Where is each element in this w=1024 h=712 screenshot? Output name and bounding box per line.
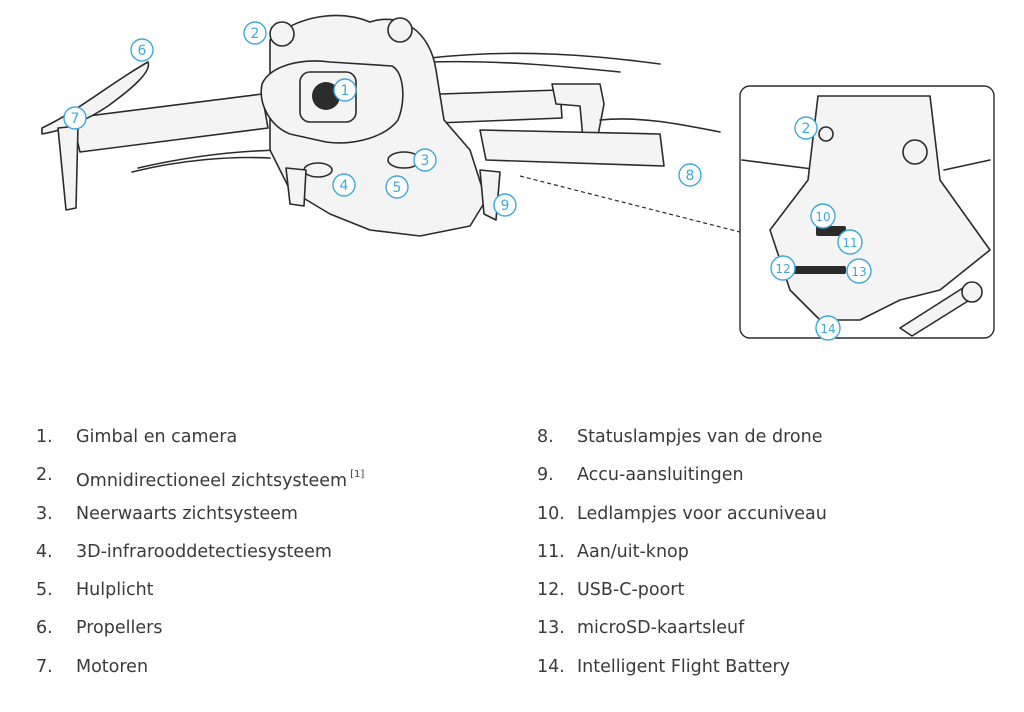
svg-text:2: 2 [802,121,811,137]
legend-item: 3. Neerwaarts zichtsysteem [36,502,476,540]
legend-label: Intelligent Flight Battery [577,656,791,677]
callout-2: 2 [243,21,267,45]
callout-1: 1 [333,78,357,102]
legend-number: 9. [537,465,554,486]
svg-text:11: 11 [842,236,857,250]
inset-arm-left [741,159,821,171]
legend-number: 5. [36,580,53,601]
infrared-sensor [303,162,333,178]
legend-label: Neerwaarts zichtsysteem [76,503,298,524]
legend-item: 1. Gimbal en camera [36,425,476,463]
legend-number: 10. [537,503,565,524]
legend-number: 3. [36,503,53,524]
svg-text:12: 12 [775,262,790,276]
legend-label: Ledlampjes voor accuniveau [577,503,827,524]
legend-item: 7. Motoren [36,655,476,693]
legend-number: 8. [537,427,554,447]
callout-9: 9 [493,193,517,217]
svg-text:2: 2 [251,26,260,42]
camera-lens-inner [312,82,340,110]
inset-detail [519,85,995,339]
legend-label: Propellers [76,618,163,639]
callout-4: 4 [332,173,356,197]
svg-text:1: 1 [341,83,350,99]
legend-label-with-note: Omnidirectioneel zichtsysteem[1] [76,463,364,493]
vision-sensor-left [269,21,295,47]
inset-motor [961,281,983,303]
legend-number: 7. [36,656,53,677]
drone-illustration [41,14,721,237]
footnote-marker: [1] [350,469,365,481]
legend-number: 6. [36,618,53,639]
legend-label: USB-C-poort [577,580,685,601]
svg-text:4: 4 [340,178,349,194]
inset-ports [790,266,846,274]
legend-number: 14. [537,656,565,677]
legend-number: 12. [537,580,565,601]
legend-item: 4. 3D-infrarooddetectiesysteem [36,540,476,578]
svg-text:3: 3 [421,153,430,169]
svg-text:7: 7 [71,111,80,127]
legend-number: 11. [537,541,565,562]
legend-number: 2. [36,465,53,486]
callout-11: 11 [837,229,863,255]
legend-item: 11. Aan/uit-knop [537,540,997,578]
legend-left: 1. Gimbal en camera 2. Omnidirectioneel zi… [36,425,476,693]
legend-item: 14. Intelligent Flight Battery [537,655,997,693]
vision-sensor-right [387,17,413,43]
legend-item: 12. USB-C-poort [537,578,997,616]
svg-text:14: 14 [820,322,835,336]
callout-6: 6 [130,38,154,62]
legend-item: 6. Propellers [36,616,476,654]
legend-label: Omnidirectioneel zichtsysteem [76,471,348,492]
front-right-leg [285,167,307,207]
callout-8: 8 [678,163,702,187]
legend-number: 4. [36,541,53,562]
legend-item: 13. microSD-kaartsleuf [537,616,997,654]
callout-7: 7 [63,106,87,130]
callout-3: 3 [413,148,437,172]
legend-item: 10. Ledlampjes voor accuniveau [537,502,997,540]
legend-label: Gimbal en camera [76,427,238,447]
inset-sensor-small [818,126,834,142]
legend-label: Aan/uit-knop [577,541,689,562]
callout-10: 10 [810,203,836,229]
inset-arm-right [943,159,991,171]
callout-12: 12 [770,255,796,281]
rear-right-arm [479,129,665,167]
svg-text:8: 8 [686,168,695,184]
front-left-motor [57,125,79,211]
drone-diagram: 1 2 3 4 5 6 7 8 9 10 11 12 13 14 2 [41,14,995,341]
legend-item: 9. Accu-aansluitingen [537,463,997,501]
svg-text:9: 9 [501,198,510,214]
callout-14: 14 [815,315,841,341]
legend-number: 1. [36,427,53,447]
rear-left-propeller [131,156,271,173]
legend-label: microSD-kaartsleuf [577,618,745,639]
svg-text:6: 6 [138,43,147,59]
legend-item: 8. Statuslampjes van de drone [537,425,997,463]
legend-label: Hulplicht [76,580,154,601]
inset-body [769,95,991,321]
legend-right: 8. Statuslampjes van de drone 9. Accu-aans… [537,425,997,693]
inset-leader-line [519,175,741,233]
front-right-propeller [429,52,661,73]
legend-label: 3D-infrarooddetectiesysteem [76,541,332,562]
callout-2-inset: 2 [794,116,818,140]
rear-right-propeller [599,118,721,133]
legend-item: 5. Hulplicht [36,578,476,616]
legend-label: Accu-aansluitingen [577,465,744,486]
callout-5: 5 [385,175,409,199]
svg-text:10: 10 [815,210,830,224]
legend-label: Statuslampjes van de drone [577,427,823,447]
legend-item: 2. Omnidirectioneel zichtsysteem[1] [36,463,476,501]
legend-label: Motoren [76,656,149,677]
callout-13: 13 [846,258,872,284]
svg-text:5: 5 [393,180,402,196]
svg-text:13: 13 [851,265,866,279]
inset-sensor [902,139,928,165]
legend-number: 13. [537,618,565,639]
